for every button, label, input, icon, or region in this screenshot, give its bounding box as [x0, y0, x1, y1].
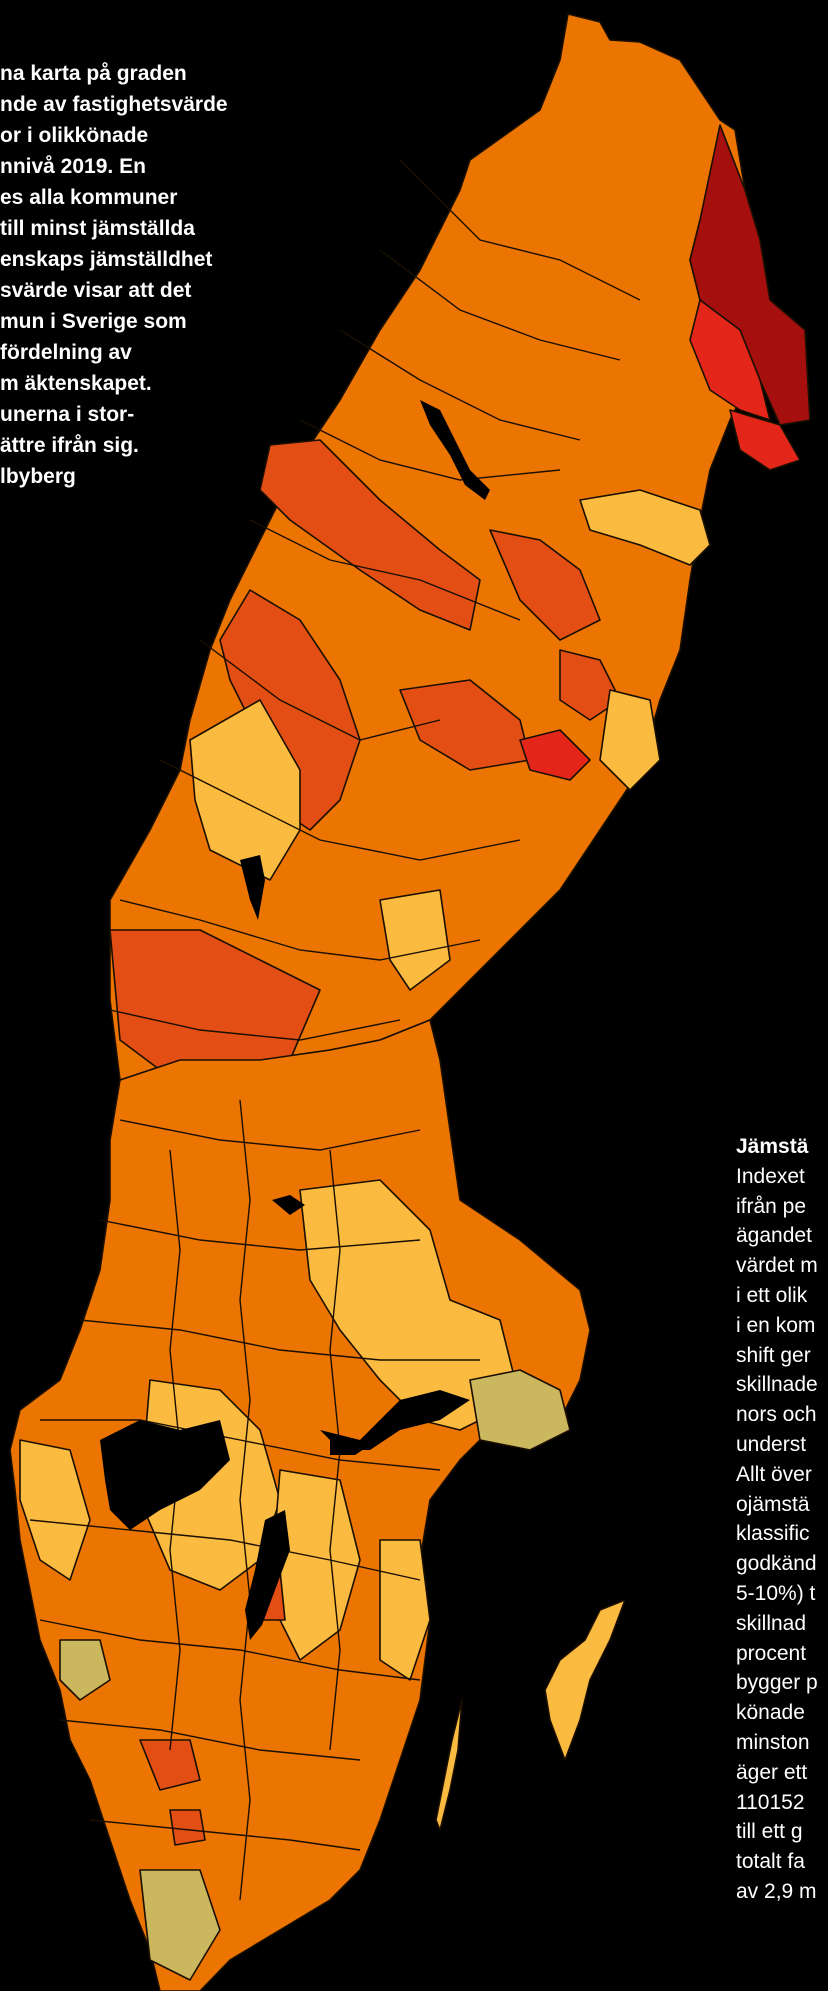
intro-line: m äktenskapet.	[0, 372, 152, 395]
lake-hjalmaren	[330, 1440, 370, 1455]
side-line: i ett olik	[736, 1283, 808, 1307]
side-line: shift ger	[736, 1343, 811, 1367]
lake-small-center	[272, 1195, 305, 1215]
region-coast-red	[729, 409, 801, 471]
region-yellow-coast-2	[599, 689, 661, 791]
intro-line: svärde visar att det	[0, 279, 192, 302]
region-south-olive	[139, 1869, 221, 1981]
lake-vattern	[245, 1510, 290, 1640]
intro-line: fördelning av	[0, 341, 132, 364]
intro-line: na karta på graden	[0, 62, 187, 85]
side-line: av 2,9 m	[736, 1879, 817, 1903]
side-line: nors och	[736, 1403, 817, 1427]
side-heading: Jämstä	[736, 1135, 809, 1158]
intro-line: till minst jämställda	[0, 217, 195, 240]
side-line: ägandet	[736, 1224, 812, 1248]
side-line: 5-10%) t	[736, 1581, 816, 1605]
side-line: ojämstä	[736, 1492, 810, 1516]
region-redorange-5	[559, 649, 621, 721]
border-lines	[29, 159, 641, 1901]
region-west-olive	[59, 1639, 111, 1701]
region-south-yellow-4	[379, 1539, 431, 1681]
side-line: äger ett	[736, 1760, 808, 1784]
intro-line: unerna i stor-	[0, 403, 135, 426]
intro-line: mun i Sverige som	[0, 310, 187, 333]
region-south-yellow-5	[19, 1439, 91, 1581]
region-yellow-coast-3	[379, 889, 451, 991]
lake-malaren	[320, 1390, 470, 1450]
side-line: skillnade	[736, 1373, 818, 1397]
intro-text: na karta på graden nde av fastighetsvärd…	[0, 58, 275, 492]
side-line: skillnad	[736, 1611, 807, 1635]
side-line: totalt fa	[736, 1850, 805, 1874]
side-line: värdet m	[736, 1254, 818, 1278]
side-line: till ett g	[736, 1820, 803, 1844]
region-stockholm-olive	[469, 1369, 571, 1451]
lake-west	[240, 855, 265, 920]
region-redorange-3	[219, 589, 361, 831]
intro-line: enskaps jämställdhet	[0, 248, 213, 271]
side-line: procent	[736, 1641, 807, 1665]
region-yellow-west	[189, 699, 301, 881]
region-south-redorange-1	[139, 1739, 201, 1791]
side-line: minston	[736, 1730, 810, 1754]
region-red-center	[519, 729, 591, 781]
intro-line: ättre ifrån sig.	[0, 434, 139, 457]
region-redorange-2	[489, 529, 601, 641]
intro-line: nde av fastighetsvärde	[0, 93, 228, 116]
side-text: Jämstä Indexet ifrån pe ägandet värdet m…	[736, 1132, 828, 1907]
region-east-red	[689, 299, 771, 421]
intro-line: lbyberg	[0, 465, 76, 488]
side-line: ifrån pe	[736, 1194, 807, 1218]
side-line: 110152	[736, 1790, 805, 1814]
intro-line: es alla kommuner	[0, 186, 178, 209]
region-coast-yellow	[579, 489, 711, 566]
side-line: Allt över	[736, 1462, 812, 1486]
lake-vanern	[100, 1420, 230, 1530]
side-line: könade	[736, 1701, 805, 1725]
island-oland	[435, 1699, 463, 1831]
intro-line: nnivå 2019. En	[0, 155, 146, 178]
side-line: Indexet	[736, 1164, 805, 1188]
side-line: i en kom	[736, 1313, 816, 1337]
island-gotland	[544, 1599, 626, 1761]
intro-line: or i olikkönade	[0, 124, 149, 147]
side-line: godkänd	[736, 1552, 817, 1576]
side-line: klassific	[736, 1522, 810, 1546]
lake-storsjon-north	[420, 400, 490, 500]
side-line: bygger p	[736, 1671, 818, 1695]
side-line: underst	[736, 1432, 807, 1456]
region-south-redorange-3	[169, 1809, 206, 1846]
